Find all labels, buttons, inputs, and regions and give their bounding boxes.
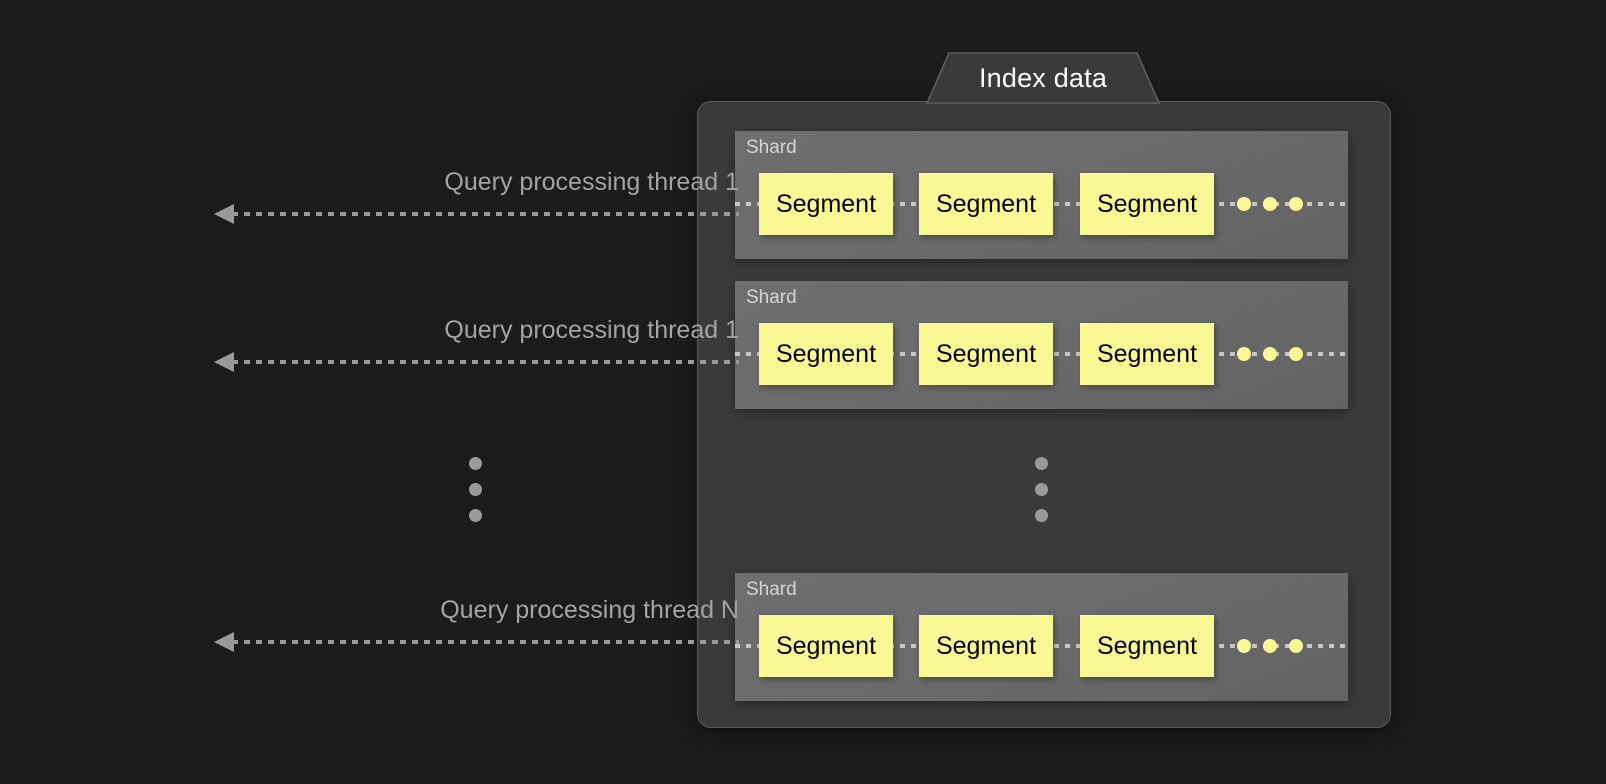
segment-box: Segment: [919, 173, 1053, 235]
segment-ellipsis-dot: [1263, 347, 1277, 361]
segment-ellipsis-dot: [1263, 639, 1277, 653]
ellipsis-dot: [1035, 509, 1048, 522]
segment-box: Segment: [759, 615, 893, 677]
thread-vertical-ellipsis: [469, 457, 483, 535]
arrow-left-icon: [214, 632, 234, 652]
query-thread-arrow: Query processing thread 1: [214, 168, 739, 228]
shard-row: Shard Segment Segment Segment: [735, 573, 1348, 701]
arrow-left-icon: [214, 204, 234, 224]
ellipsis-dot: [1035, 457, 1048, 470]
shard-label: Shard: [746, 137, 797, 158]
segment-ellipsis-dot: [1237, 639, 1251, 653]
shard-label: Shard: [746, 287, 797, 308]
ellipsis-dot: [469, 509, 482, 522]
segment-box: Segment: [919, 615, 1053, 677]
arrow-left-icon: [214, 352, 234, 372]
query-thread-arrow: Query processing thread 1: [214, 316, 739, 376]
segment-row: Segment Segment Segment: [735, 615, 1348, 677]
ellipsis-dot: [1035, 483, 1048, 496]
thread-dotted-line: [232, 640, 739, 644]
ellipsis-dot: [469, 457, 482, 470]
segment-row: Segment Segment Segment: [735, 173, 1348, 235]
shard-row: Shard Segment Segment Segment: [735, 281, 1348, 409]
shard-row: Shard Segment Segment Segment: [735, 131, 1348, 259]
query-thread-label: Query processing thread 1: [444, 316, 739, 344]
segment-box: Segment: [759, 323, 893, 385]
segment-ellipsis-dot: [1289, 197, 1303, 211]
segment-row: Segment Segment Segment: [735, 323, 1348, 385]
segment-box: Segment: [1080, 173, 1214, 235]
thread-dotted-line: [232, 212, 739, 216]
segment-ellipsis-dot: [1263, 197, 1277, 211]
query-thread-label: Query processing thread 1: [444, 168, 739, 196]
segment-ellipsis-dot: [1237, 347, 1251, 361]
segment-box: Segment: [1080, 615, 1214, 677]
index-data-title: Index data: [978, 62, 1108, 93]
thread-dotted-line: [232, 360, 739, 364]
segment-box: Segment: [1080, 323, 1214, 385]
shard-vertical-ellipsis: [1035, 457, 1049, 535]
segment-ellipsis-dot: [1289, 347, 1303, 361]
segment-box: Segment: [919, 323, 1053, 385]
ellipsis-dot: [469, 483, 482, 496]
shard-label: Shard: [746, 579, 797, 600]
segment-ellipsis-dot: [1289, 639, 1303, 653]
query-thread-label: Query processing thread N: [440, 596, 739, 624]
query-thread-arrow: Query processing thread N: [214, 596, 739, 656]
segment-box: Segment: [759, 173, 893, 235]
segment-ellipsis-dot: [1237, 197, 1251, 211]
